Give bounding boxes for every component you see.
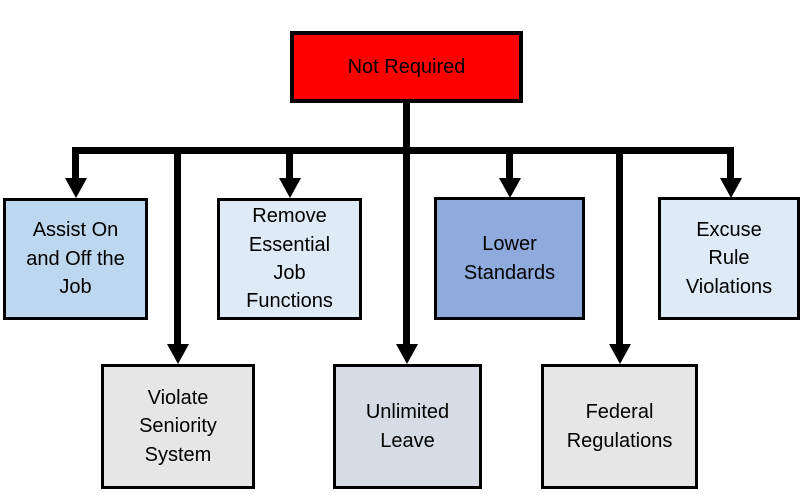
arrow-down-icon xyxy=(499,178,521,198)
arrow-down-icon xyxy=(609,344,631,364)
node-assist-label: Assist On and Off the Job xyxy=(26,219,125,299)
node-lower-standards: Lower Standards xyxy=(434,197,585,320)
arrow-down-icon xyxy=(720,178,742,198)
node-not-required-label: Not Required xyxy=(347,55,466,78)
node-violate-seniority-system: Violate Seniority System xyxy=(101,364,255,489)
node-unlimited-leave: Unlimited Leave xyxy=(333,364,482,489)
connector-drop-lower xyxy=(506,147,513,181)
node-assist-on-and-off-the-job: Assist On and Off the Job xyxy=(3,198,148,320)
node-federal-regulations: Federal Regulations xyxy=(541,364,698,489)
connector-drop-assist xyxy=(72,147,79,181)
connector-drop-remove xyxy=(286,147,293,181)
arrow-down-icon xyxy=(167,344,189,364)
node-excuse-label: Excuse Rule Violations xyxy=(685,218,773,298)
arrow-down-icon xyxy=(396,344,418,364)
connector-root-to-unlimited-leave xyxy=(403,103,410,346)
node-remove-label: Remove Essential Job Functions xyxy=(246,205,333,313)
connector-drop-violate xyxy=(174,147,181,347)
connector-drop-federal xyxy=(616,147,623,347)
node-unlimited-label: Unlimited Leave xyxy=(365,401,450,452)
node-violate-label: Violate Seniority System xyxy=(139,386,217,466)
arrow-down-icon xyxy=(65,178,87,198)
connector-drop-excuse xyxy=(727,147,734,181)
node-lower-label: Lower Standards xyxy=(463,233,556,284)
connector-horizontal-bar xyxy=(72,147,734,154)
node-not-required: Not Required xyxy=(290,31,523,103)
arrow-down-icon xyxy=(279,178,301,198)
node-excuse-rule-violations: Excuse Rule Violations xyxy=(658,197,800,320)
node-remove-essential-job-functions: Remove Essential Job Functions xyxy=(217,198,362,320)
node-federal-label: Federal Regulations xyxy=(566,401,673,452)
